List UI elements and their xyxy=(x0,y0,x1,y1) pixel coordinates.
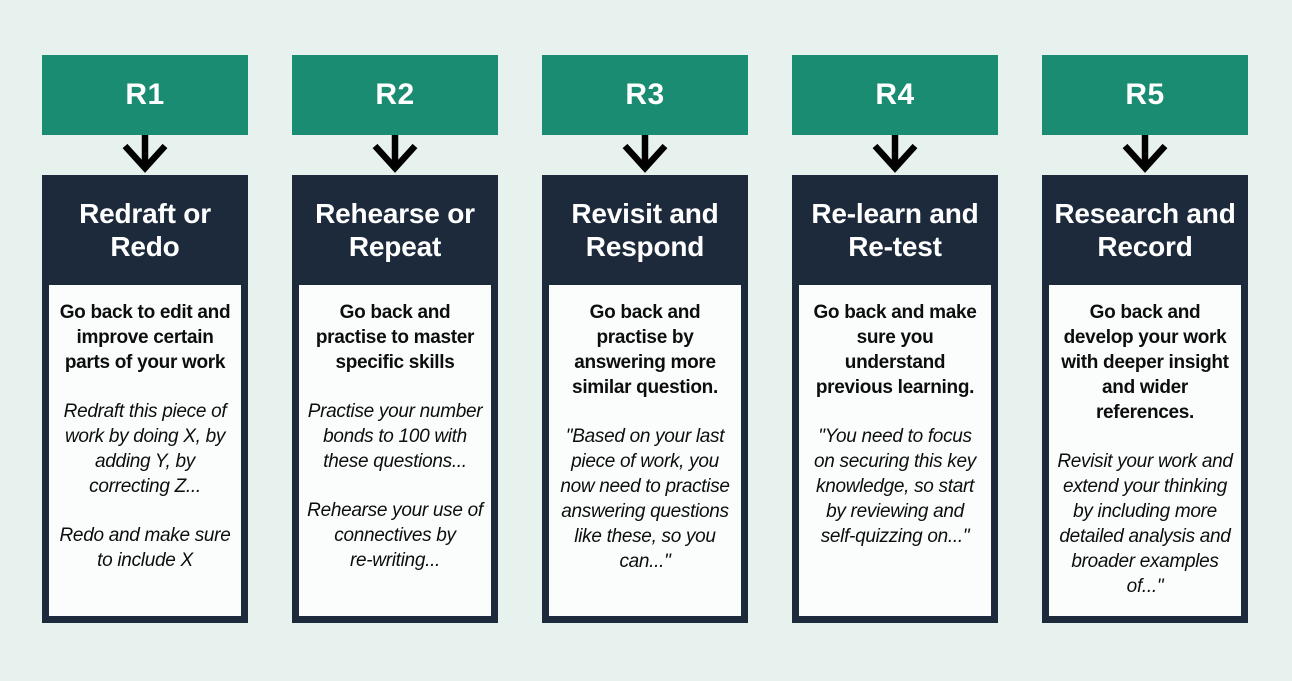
strategy-card: Research and Record Go back and develop … xyxy=(1042,175,1248,623)
card-body: Go back and make sure you understand pre… xyxy=(799,285,991,616)
card-example-text: "You need to focus on securing this key … xyxy=(814,426,976,547)
card-example-text: Revisit your work and extend your thinki… xyxy=(1057,451,1233,597)
down-arrow-icon xyxy=(872,135,918,173)
column-r5: R5 Research and Record Go back and devel… xyxy=(1042,55,1248,623)
card-title: Redraft or Redo xyxy=(79,198,211,262)
card-body: Go back to edit and improve certain part… xyxy=(49,285,241,616)
card-body: Go back and practise to master specific … xyxy=(299,285,491,616)
card-title: Re-learn and Re-test xyxy=(811,198,979,262)
down-arrow-icon xyxy=(122,135,168,173)
column-r1: R1 Redraft or Redo Go back to edit and i… xyxy=(42,55,248,623)
card-title: Research and Record xyxy=(1054,198,1236,262)
down-arrow-icon xyxy=(622,135,668,173)
column-r2: R2 Rehearse or Repeat Go back and practi… xyxy=(292,55,498,623)
card-description: Go back and practise to master specific … xyxy=(315,302,475,373)
arrow-container xyxy=(42,135,248,175)
down-arrow-icon xyxy=(1122,135,1168,173)
strategy-card: Rehearse or Repeat Go back and practise … xyxy=(292,175,498,623)
card-example-text: "Based on your last piece of work, you n… xyxy=(560,426,730,572)
column-r3: R3 Revisit and Respond Go back and pract… xyxy=(542,55,748,623)
card-example-text: Redo and make sure to include X xyxy=(59,525,231,571)
card-title: Rehearse or Repeat xyxy=(315,198,475,262)
card-description: Go back and practise by answering more s… xyxy=(572,302,718,398)
stage-badge-r3: R3 xyxy=(542,55,748,135)
card-body: Go back and practise by answering more s… xyxy=(549,285,741,616)
stage-label: R4 xyxy=(875,78,915,111)
strategy-card: Revisit and Respond Go back and practise… xyxy=(542,175,748,623)
column-r4: R4 Re-learn and Re-test Go back and make… xyxy=(792,55,998,623)
card-example-text: Practise your number bonds to 100 with t… xyxy=(307,401,483,472)
five-rs-diagram: R1 Redraft or Redo Go back to edit and i… xyxy=(42,55,1248,623)
card-body: Go back and develop your work with deepe… xyxy=(1049,285,1241,616)
stage-badge-r2: R2 xyxy=(292,55,498,135)
arrow-container xyxy=(292,135,498,175)
strategy-card: Re-learn and Re-test Go back and make su… xyxy=(792,175,998,623)
stage-label: R3 xyxy=(625,78,665,111)
strategy-card: Redraft or Redo Go back to edit and impr… xyxy=(42,175,248,623)
card-description: Go back to edit and improve certain part… xyxy=(59,302,231,373)
card-example-text: Rehearse your use of connectives by re-w… xyxy=(307,500,483,571)
stage-label: R2 xyxy=(375,78,415,111)
arrow-container xyxy=(792,135,998,175)
stage-label: R5 xyxy=(1125,78,1165,111)
arrow-container xyxy=(542,135,748,175)
card-example-text: Redraft this piece of work by doing X, b… xyxy=(63,401,227,497)
stage-badge-r4: R4 xyxy=(792,55,998,135)
down-arrow-icon xyxy=(372,135,418,173)
card-description: Go back and make sure you understand pre… xyxy=(813,302,977,398)
arrow-container xyxy=(1042,135,1248,175)
stage-label: R1 xyxy=(125,78,165,111)
stage-badge-r1: R1 xyxy=(42,55,248,135)
stage-badge-r5: R5 xyxy=(1042,55,1248,135)
card-title: Revisit and Respond xyxy=(571,198,719,262)
card-description: Go back and develop your work with deepe… xyxy=(1061,302,1229,423)
